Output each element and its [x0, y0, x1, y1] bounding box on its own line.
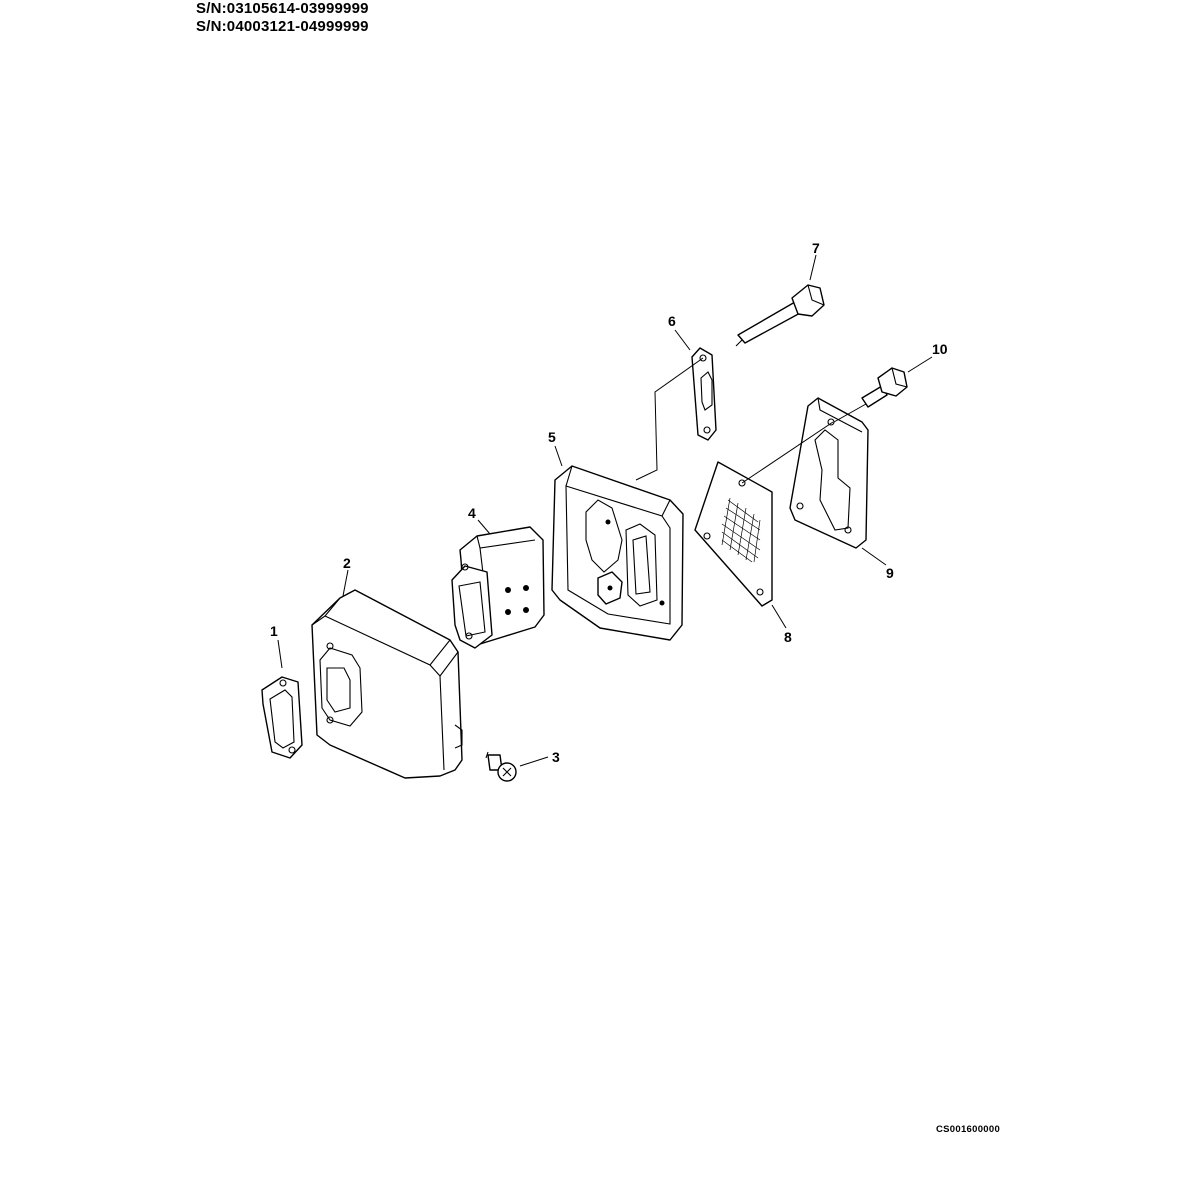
baffle-icon [451, 526, 545, 649]
callout-2: 2 [343, 555, 351, 571]
callout-3: 3 [552, 749, 560, 765]
bracket-icon [789, 397, 869, 549]
screw-icon [861, 367, 908, 408]
callout-6: 6 [668, 313, 676, 329]
screw-icon [485, 751, 517, 782]
callout-7: 7 [812, 240, 820, 256]
callout-4: 4 [468, 505, 476, 521]
bolt-icon [735, 284, 825, 347]
callout-9: 9 [886, 565, 894, 581]
plate-icon [691, 347, 717, 441]
callout-1: 1 [270, 623, 278, 639]
gasket-icon [261, 676, 303, 759]
spark-arrestor-screen-icon [694, 461, 773, 607]
serial-range-1: S/N:03105614-03999999 [196, 0, 369, 17]
muffler-cover-icon [551, 465, 684, 641]
muffler-body-icon [311, 589, 463, 779]
callout-8: 8 [784, 629, 792, 645]
serial-range-2: S/N:04003121-04999999 [196, 18, 369, 35]
callout-10: 10 [932, 341, 948, 357]
figure-code: CS001600000 [936, 1124, 1001, 1135]
callout-5: 5 [548, 429, 556, 445]
